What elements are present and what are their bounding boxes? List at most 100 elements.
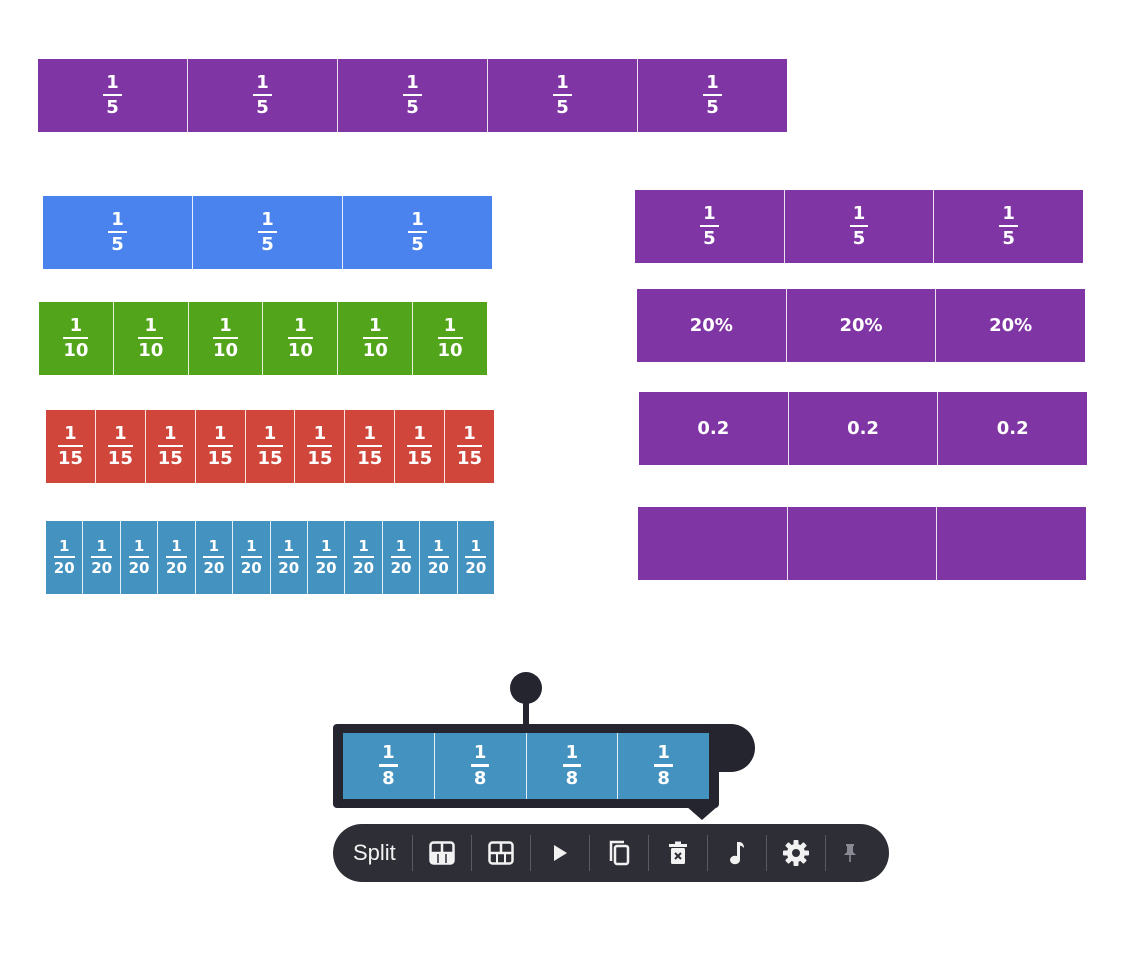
fraction-line xyxy=(128,555,150,559)
numerator: 1 xyxy=(852,202,866,224)
decimal-label: 0.2 xyxy=(847,418,879,439)
numerator: 1 xyxy=(413,422,426,444)
fraction-line xyxy=(437,336,463,340)
toolbar-divider xyxy=(765,835,767,871)
fraction-line xyxy=(53,555,75,559)
denominator: 20 xyxy=(91,559,113,578)
percent-bar[interactable]: 20% 20% 20% xyxy=(637,289,1085,362)
blank-segment[interactable] xyxy=(937,507,1086,580)
toolbar-divider xyxy=(411,835,413,871)
numerator: 1 xyxy=(358,536,369,555)
denominator: 20 xyxy=(427,559,449,578)
music-note-icon[interactable] xyxy=(708,824,766,882)
numerator: 1 xyxy=(470,536,482,555)
toolbar-divider xyxy=(647,835,649,871)
pin-icon[interactable] xyxy=(826,824,874,882)
denominator: 10 xyxy=(437,340,463,362)
percent-segment[interactable]: 20% xyxy=(787,289,937,362)
decimal-segment[interactable]: 0.2 xyxy=(938,392,1087,465)
decimal-segment[interactable]: 0.2 xyxy=(789,392,939,465)
delete-icon[interactable] xyxy=(649,824,707,882)
percent-segment[interactable]: 20% xyxy=(936,289,1085,362)
play-icon[interactable] xyxy=(531,824,589,882)
rows-split-icon[interactable] xyxy=(413,824,471,882)
numerator: 1 xyxy=(261,208,274,230)
blank-segment[interactable] xyxy=(638,507,788,580)
toolbar-pointer xyxy=(686,806,718,820)
gear-icon[interactable] xyxy=(767,824,825,882)
numerator: 1 xyxy=(382,742,395,764)
percent-segment[interactable]: 20% xyxy=(637,289,787,362)
numerator: 1 xyxy=(320,536,332,555)
decimal-bar[interactable]: 0.2 0.2 0.2 xyxy=(639,392,1087,465)
denominator: 5 xyxy=(106,97,119,119)
columns-split-icon[interactable] xyxy=(472,824,530,882)
numerator: 1 xyxy=(64,422,77,444)
fraction-line xyxy=(240,555,262,559)
decimal-segment[interactable]: 0.2 xyxy=(639,392,789,465)
denominator: 8 xyxy=(382,767,395,789)
fraction-line xyxy=(307,444,333,448)
blank-segment[interactable] xyxy=(788,507,938,580)
denominator: 15 xyxy=(307,448,333,470)
denominator: 8 xyxy=(657,767,670,789)
denominator: 10 xyxy=(213,340,239,362)
fraction-line xyxy=(403,93,422,97)
numerator: 1 xyxy=(556,71,569,93)
copy-icon[interactable] xyxy=(590,824,648,882)
percent-label: 20% xyxy=(689,315,733,336)
split-button[interactable]: Split xyxy=(353,840,396,865)
fraction-line xyxy=(999,224,1018,228)
blank-bar[interactable] xyxy=(638,507,1086,580)
